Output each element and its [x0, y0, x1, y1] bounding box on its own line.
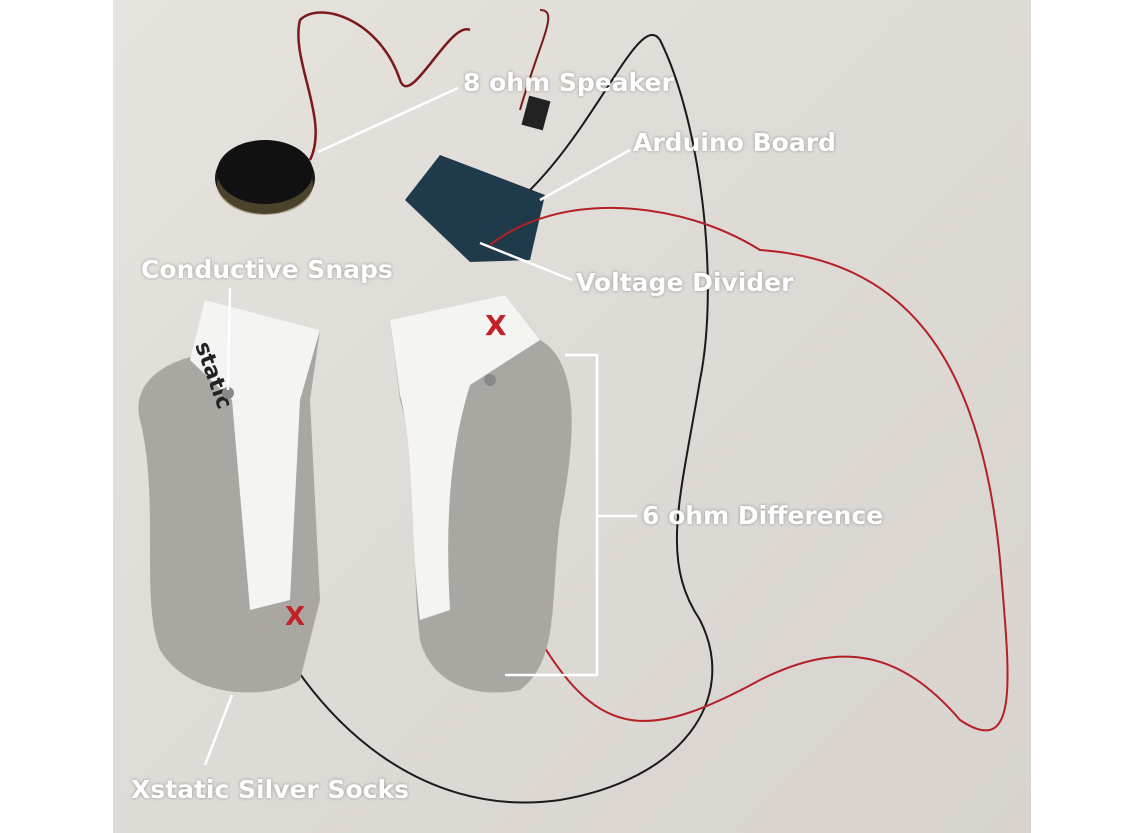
- label-voltage-divider: Voltage Divider: [576, 268, 794, 297]
- callout-lines: [203, 86, 637, 766]
- arduino-board: [405, 155, 545, 262]
- label-conductive-snaps: Conductive Snaps: [141, 255, 393, 284]
- conductive-snap: [222, 387, 234, 399]
- label-arduino-board: Arduino Board: [633, 128, 836, 157]
- label-xstatic-silver-socks: Xstatic Silver Socks: [131, 775, 409, 804]
- svg-text:X: X: [285, 602, 305, 632]
- label-speaker: 8 ohm Speaker: [463, 68, 674, 97]
- label-6-ohm-difference: 6 ohm Difference: [642, 501, 884, 530]
- right-sock: X: [390, 295, 572, 693]
- svg-text:X: X: [485, 309, 507, 342]
- speaker-wire: [297, 11, 471, 161]
